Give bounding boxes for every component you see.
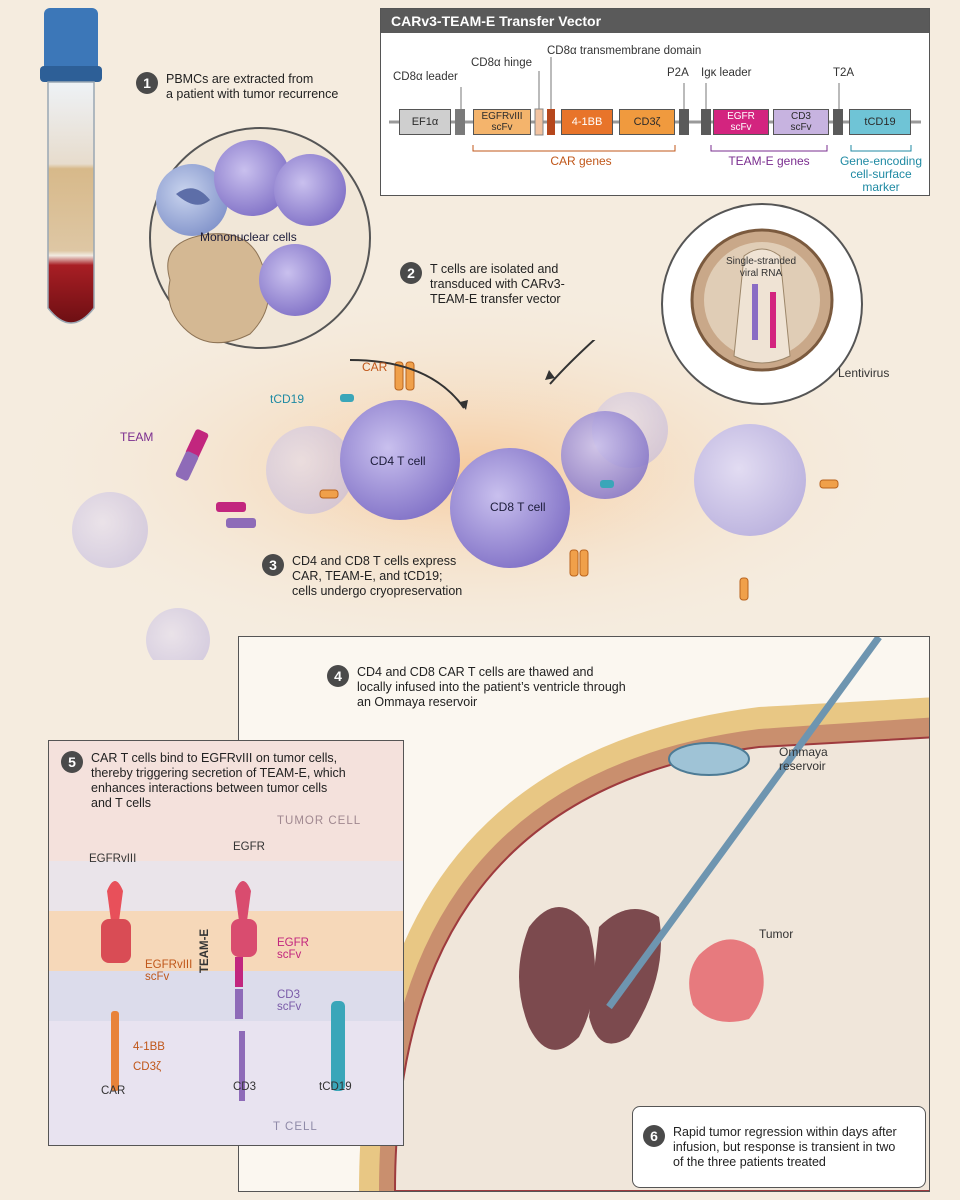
step-1-number: 1	[136, 72, 158, 94]
egfrviii-scfv-label: EGFRvIII scFv	[145, 959, 193, 983]
brain-illustration	[359, 637, 929, 1191]
t-cell-label: T CELL	[273, 1121, 318, 1133]
mechanism-illustration	[49, 861, 403, 1145]
mononuclear-cells-label: Mononuclear cells	[200, 230, 297, 244]
step-3-number: 3	[262, 554, 284, 576]
seg-egfrviii-scfv: EGFRvIII scFv	[473, 109, 531, 135]
tumor-label: Tumor	[759, 927, 794, 941]
seg-cd3-scfv: CD3 scFv	[773, 109, 829, 135]
step-6-box: 6 Rapid tumor regression within days aft…	[632, 1106, 926, 1188]
cd3-label: CD3	[233, 1081, 257, 1093]
car-mech-label: CAR	[101, 1085, 126, 1097]
step-2-number: 2	[400, 262, 422, 284]
cd3-scfv-label: CD3 scFv	[277, 989, 302, 1013]
viral-rna-label: Single-stranded viral RNA	[726, 256, 797, 279]
step-6-text: Rapid tumor regression within days after…	[673, 1125, 897, 1169]
lentivirus-illustration	[661, 203, 863, 405]
tcd19-mech-label: tCD19	[319, 1081, 352, 1093]
cd8-tm-label: CD8α transmembrane domain	[547, 45, 702, 57]
seg-egfr-scfv: EGFR scFv	[713, 109, 769, 135]
tcd19-label: tCD19	[270, 392, 305, 406]
igk-label: Igκ leader	[701, 67, 752, 79]
mononuclear-cells-magnifier	[149, 127, 371, 349]
car-genes-label: CAR genes	[550, 154, 612, 168]
blood-tube-illustration	[40, 8, 102, 324]
tumor-cell-label: TUMOR CELL	[277, 815, 362, 827]
t2a-label: T2A	[833, 67, 855, 79]
transfer-vector-title: CARv3-TEAM-E Transfer Vector	[381, 9, 929, 33]
seg-ef1a: EF1α	[399, 109, 451, 135]
cd8-t-cell-label: CD8 T cell	[490, 500, 546, 514]
step-4-number: 4	[327, 665, 349, 687]
p2a-label: P2A	[667, 67, 689, 79]
cd8-leader-label: CD8α leader	[393, 71, 458, 83]
egfr-label: EGFR	[233, 841, 265, 853]
lentivirus-label: Lentivirus	[838, 366, 890, 380]
team-e-genes-label: TEAM-E genes	[728, 154, 810, 168]
cd8-hinge-label: CD8α hinge	[471, 57, 532, 69]
team-e-label: TEAM-E	[199, 928, 211, 973]
step-5-text: CAR T cells bind to EGFRvIII on tumor ce…	[91, 751, 346, 810]
seg-41bb: 4-1BB	[561, 109, 613, 135]
team-label: TEAM	[120, 430, 154, 444]
cd3z-label: CD3ζ	[133, 1061, 162, 1073]
step-2-text: T cells are isolated and transduced with…	[430, 262, 565, 306]
step-3-text: CD4 and CD8 T cells express CAR, TEAM-E,…	[292, 554, 463, 598]
egfrviii-label: EGFRvIII	[89, 853, 137, 865]
car-label: CAR	[362, 360, 388, 374]
41bb-label: 4-1BB	[133, 1041, 165, 1053]
marker-genes-label: Gene-encoding cell-surface marker	[839, 154, 923, 194]
brain-panel: 4 CD4 and CD8 CAR T cells are thawed and…	[238, 636, 930, 1192]
step-5-number: 5	[61, 751, 83, 773]
egfr-scfv-label: EGFR scFv	[277, 937, 309, 961]
cd4-t-cell-label: CD4 T cell	[370, 454, 426, 468]
seg-cd3z: CD3ζ	[619, 109, 675, 135]
ommaya-reservoir-label: Ommaya reservoir	[779, 745, 828, 773]
transfer-vector-panel: CARv3-TEAM-E Transfer Vector CD8α hinge …	[380, 8, 930, 196]
step-6-number: 6	[643, 1125, 665, 1147]
seg-tcd19: tCD19	[849, 109, 911, 135]
step-1-text: PBMCs are extracted from a patient with …	[166, 72, 339, 101]
mechanism-panel: 5 CAR T cells bind to EGFRvIII on tumor …	[48, 740, 404, 1146]
step-4-text: CD4 and CD8 CAR T cells are thawed and l…	[357, 665, 626, 709]
t-cells-illustration	[72, 340, 839, 660]
